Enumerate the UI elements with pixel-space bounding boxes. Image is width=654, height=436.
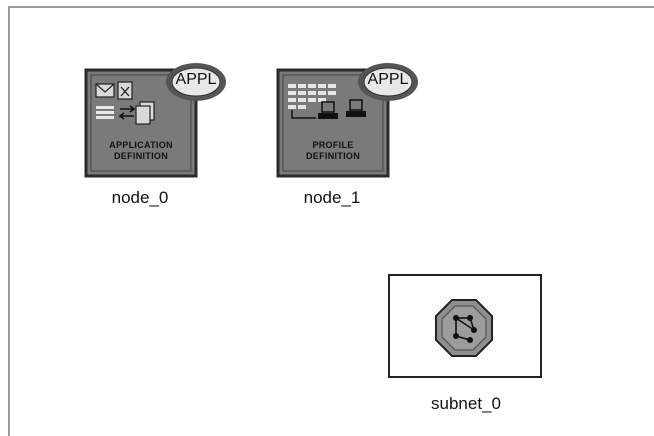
profile-definition-icon (276, 63, 418, 178)
node-caption-line1: APPLICATION (109, 140, 173, 150)
appl-badge: APPL (367, 71, 409, 88)
appl-badge: APPL (175, 71, 217, 88)
node-label: node_0 (111, 188, 169, 207)
subnet-label: subnet_0 (431, 394, 501, 413)
node-label: node_1 (303, 188, 361, 207)
network-workspace[interactable]: APPL APPLICATION DEFINITION node_0 (8, 6, 654, 436)
subnet-octagon-icon (435, 299, 493, 357)
node-caption-line2: DEFINITION (306, 151, 360, 161)
application-definition-icon (84, 63, 226, 178)
node-caption-line1: PROFILE (312, 140, 354, 150)
node-0[interactable]: APPL APPLICATION DEFINITION node_0 (84, 60, 226, 215)
node-1[interactable]: APPL PROFILE DEFINITION node_1 (276, 60, 418, 215)
node-caption-line2: DEFINITION (114, 151, 168, 161)
subnet-0[interactable]: subnet_0 (388, 274, 548, 424)
